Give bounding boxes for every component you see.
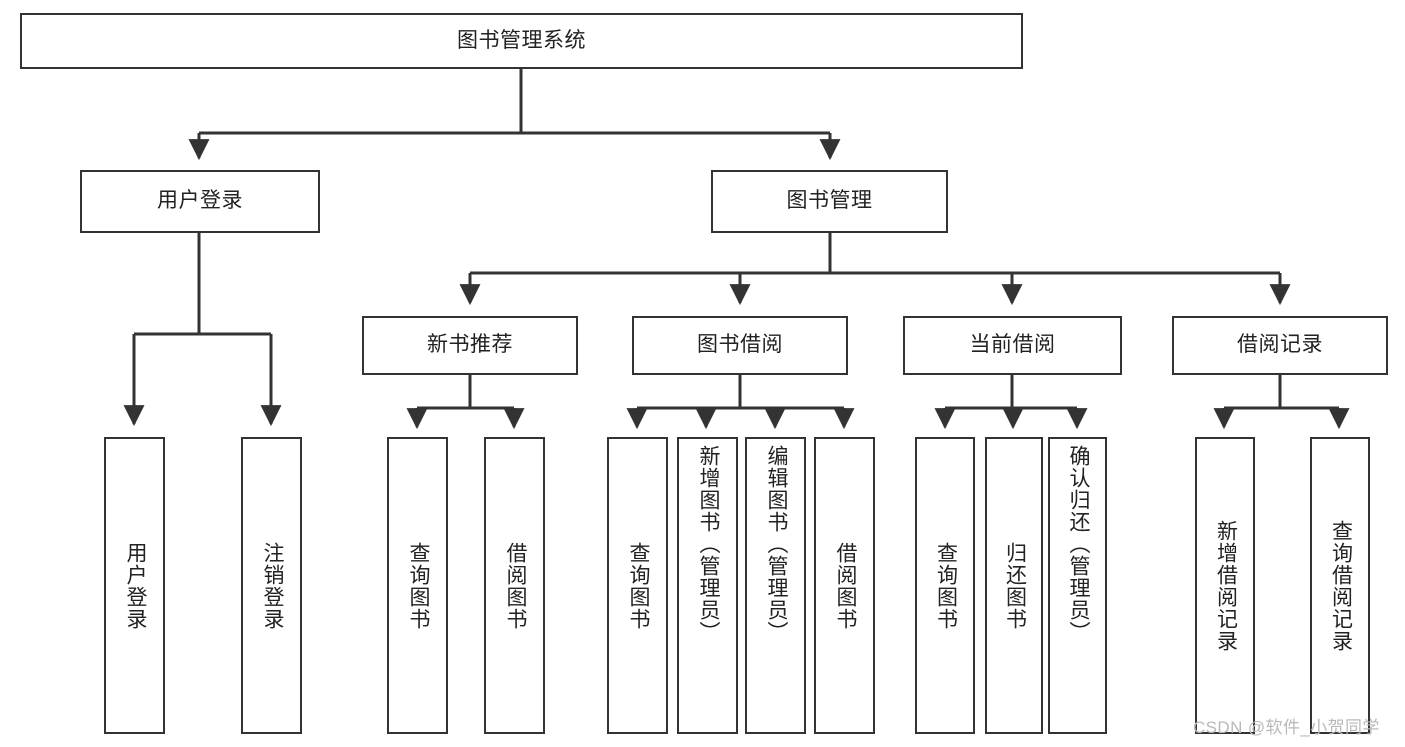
node-label: 注销登录 <box>260 541 284 630</box>
node-leaf-return-book[interactable]: 归还图书 <box>985 437 1043 734</box>
csdn-watermark: CSDN @软件_小贺同学 <box>1193 718 1380 737</box>
node-leaf-edit-book[interactable]: 编辑图书（管理员） <box>745 437 806 734</box>
node-leaf-logout-login[interactable]: 注销登录 <box>241 437 302 734</box>
node-leaf-add-book[interactable]: 新增图书（管理员） <box>677 437 738 734</box>
node-leaf-confirm-return[interactable]: 确认归还（管理员） <box>1048 437 1107 734</box>
node-borrow-record[interactable]: 借阅记录 <box>1172 316 1388 375</box>
node-label: 新增借阅记录 <box>1214 519 1238 652</box>
node-label: 借阅记录 <box>1237 333 1323 357</box>
node-leaf-borrow-book-2[interactable]: 借阅图书 <box>814 437 875 734</box>
node-label: 用户登录 <box>123 541 147 630</box>
node-leaf-borrow-book-1[interactable]: 借阅图书 <box>484 437 545 734</box>
node-label: 查询图书 <box>406 541 430 630</box>
node-book-borrow[interactable]: 图书借阅 <box>632 316 848 375</box>
node-leaf-query-book-1[interactable]: 查询图书 <box>387 437 448 734</box>
node-leaf-query-book-2[interactable]: 查询图书 <box>607 437 668 734</box>
node-leaf-query-book-3[interactable]: 查询图书 <box>915 437 975 734</box>
node-leaf-add-borrow-record[interactable]: 新增借阅记录 <box>1195 437 1255 734</box>
node-label: 新增图书（管理员） <box>696 445 720 643</box>
node-label: 用户登录 <box>157 189 243 213</box>
node-leaf-user-login[interactable]: 用户登录 <box>104 437 165 734</box>
node-book-management[interactable]: 图书管理 <box>711 170 948 233</box>
node-label: 借阅图书 <box>503 541 527 630</box>
node-label: 确认归还（管理员） <box>1066 445 1090 643</box>
node-leaf-query-borrow-record[interactable]: 查询借阅记录 <box>1310 437 1370 734</box>
node-label: 借阅图书 <box>833 541 857 630</box>
node-new-book-recommend[interactable]: 新书推荐 <box>362 316 578 375</box>
node-current-borrow[interactable]: 当前借阅 <box>903 316 1122 375</box>
node-root-system[interactable]: 图书管理系统 <box>20 13 1023 69</box>
node-label: 图书管理系统 <box>457 28 586 52</box>
node-label: 图书借阅 <box>697 333 783 357</box>
node-label: 新书推荐 <box>427 333 513 357</box>
node-label: 编辑图书（管理员） <box>764 445 788 643</box>
node-user-login[interactable]: 用户登录 <box>80 170 320 233</box>
node-label: 查询图书 <box>934 541 958 630</box>
node-label: 查询图书 <box>626 541 650 630</box>
node-label: 图书管理 <box>786 189 873 213</box>
node-label: 当前借阅 <box>969 333 1056 357</box>
node-label: 归还图书 <box>1003 541 1027 630</box>
node-label: 查询借阅记录 <box>1329 519 1353 652</box>
